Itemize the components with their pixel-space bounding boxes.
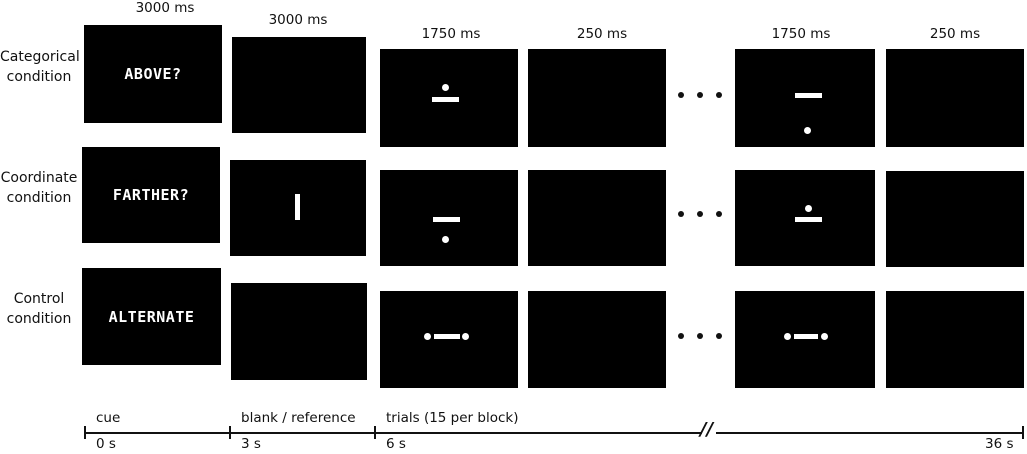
stimulus-dot — [442, 84, 449, 91]
stimulus-bar — [432, 97, 459, 102]
timeline-tick-36 — [1022, 426, 1024, 439]
time-label-36: 36 s — [985, 436, 1014, 452]
time-label-6: 6 s — [386, 436, 406, 452]
isi-screen-control-1 — [528, 291, 666, 388]
stimulus-dot — [804, 127, 811, 134]
timeline-tick-6 — [374, 426, 376, 439]
trial-screen-categorical-1 — [380, 49, 518, 147]
row-label-control: Control condition — [6, 291, 72, 327]
cue-screen-categorical: ABOVE? — [84, 25, 222, 123]
row-label-categorical: Categorical condition — [0, 49, 80, 85]
stimulus-dot — [442, 236, 449, 243]
duration-isi-2: 250 ms — [929, 26, 981, 42]
cue-screen-control: ALTERNATE — [82, 268, 221, 365]
stimulus-dot-left — [784, 333, 791, 340]
cue-text-coordinate: FARTHER? — [112, 186, 190, 204]
duration-isi-1: 250 ms — [576, 26, 628, 42]
stimulus-bar — [433, 217, 460, 222]
timeline-tick-0 — [84, 426, 86, 439]
stimulus-dot-right — [821, 333, 828, 340]
stimulus-bar — [795, 93, 822, 98]
duration-cue: 3000 ms — [135, 0, 195, 16]
blank-screen-categorical — [232, 37, 366, 133]
timeline-axis-right — [716, 432, 1024, 434]
stimulus-bar — [795, 217, 822, 222]
isi-screen-coordinate-1 — [528, 170, 666, 266]
reference-screen-coordinate — [230, 160, 366, 256]
duration-stimulus-1: 1750 ms — [421, 26, 481, 42]
timeline-axis-left — [84, 432, 702, 434]
row-label-coordinate: Coordinate condition — [0, 170, 78, 206]
blank-screen-control — [231, 283, 367, 380]
timeline-break-mark: // — [700, 419, 714, 440]
trial-screen-categorical-2 — [735, 49, 875, 147]
cue-text-categorical: ABOVE? — [124, 65, 182, 83]
cue-text-control: ALTERNATE — [108, 307, 195, 326]
time-label-0: 0 s — [96, 436, 116, 452]
trial-screen-control-2 — [735, 291, 875, 388]
stimulus-dot-left — [424, 333, 431, 340]
trial-screen-coordinate-2 — [735, 170, 875, 266]
isi-screen-control-2 — [886, 291, 1024, 388]
duration-stimulus-2: 1750 ms — [771, 26, 831, 42]
cue-screen-coordinate: FARTHER? — [82, 147, 220, 243]
stimulus-dot — [805, 205, 812, 212]
stimulus-bar — [794, 334, 818, 339]
stimulus-bar — [434, 334, 460, 339]
timeline-tick-3 — [229, 426, 231, 439]
phase-label-blank: blank / reference — [241, 410, 356, 426]
stimulus-dot-right — [462, 333, 469, 340]
phase-label-cue: cue — [96, 410, 121, 426]
ellipsis-coordinate — [678, 211, 722, 217]
time-label-3: 3 s — [241, 436, 261, 452]
trial-screen-control-1 — [380, 291, 518, 388]
isi-screen-categorical-2 — [886, 49, 1024, 147]
ellipsis-categorical — [678, 92, 722, 98]
isi-screen-categorical-1 — [528, 49, 666, 147]
isi-screen-coordinate-2 — [886, 171, 1024, 267]
phase-label-trials: trials (15 per block) — [386, 410, 519, 426]
trial-screen-coordinate-1 — [380, 170, 518, 266]
reference-bar — [295, 194, 300, 220]
duration-blank: 3000 ms — [268, 12, 328, 28]
ellipsis-control — [678, 333, 722, 339]
